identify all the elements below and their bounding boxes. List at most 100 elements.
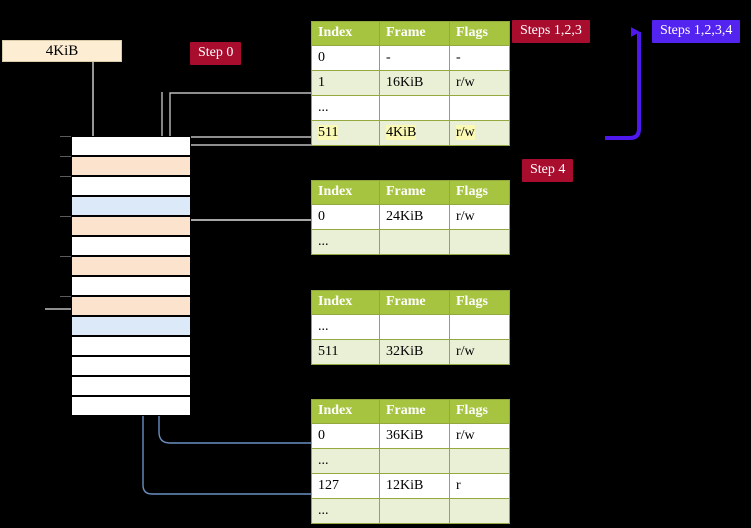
cell-flags <box>449 314 510 340</box>
table-row: 511 4KiB r/w <box>311 120 510 146</box>
column-header-index: Index <box>311 21 380 46</box>
cell-text: ... <box>318 502 329 518</box>
badge-steps-123: Steps 1,2,3 <box>512 20 590 43</box>
wire-mem-row0-down <box>169 144 311 158</box>
memory-frame-row <box>71 156 191 176</box>
memory-frame-row <box>71 376 191 396</box>
memory-frame-tick <box>60 156 71 157</box>
cell-index: ... <box>311 314 380 340</box>
cell-text: 12KiB <box>386 477 424 493</box>
table-row: ... <box>311 498 510 524</box>
table-row: 127 12KiB r <box>311 473 510 499</box>
memory-frame-row <box>71 356 191 376</box>
cell-index: 0 <box>311 423 380 449</box>
cell-flags <box>449 448 510 474</box>
violet-bracket-arrow <box>605 27 641 140</box>
memory-frame-row <box>71 176 191 196</box>
kib4-label: 4KiB <box>45 43 79 59</box>
cell-index: ... <box>311 498 380 524</box>
memory-frame-row <box>71 336 191 356</box>
cell-text: 511 <box>318 124 339 140</box>
memory-frame-tick <box>60 296 71 297</box>
column-header-index: Index <box>311 399 380 424</box>
cell-flags <box>449 229 510 255</box>
memory-frame-tick <box>60 136 71 137</box>
memory-frame-tick <box>60 216 71 217</box>
cell-frame <box>379 314 450 340</box>
cell-text: 511 <box>318 343 339 359</box>
cell-index: 1 <box>311 70 380 96</box>
badge-step-0: Step 0 <box>190 42 242 65</box>
table-row: 0 36KiB r/w <box>311 423 510 449</box>
cell-text: r/w <box>456 124 475 140</box>
cell-text: 0 <box>318 49 325 65</box>
badge-step-4-label: Step 4 <box>530 162 566 177</box>
cell-flags: r/w <box>449 70 510 96</box>
memory-frame-row <box>71 296 191 316</box>
cell-frame: 24KiB <box>379 204 450 230</box>
cell-index: 127 <box>311 473 380 499</box>
cell-text: 127 <box>318 477 339 493</box>
cell-frame: 32KiB <box>379 339 450 365</box>
badge-steps-1234: Steps 1,2,3,4 <box>652 20 741 43</box>
memory-frame-row <box>71 136 191 156</box>
badge-steps-123-label: Steps 1,2,3 <box>520 23 582 38</box>
badge-steps-1234-label: Steps 1,2,3,4 <box>660 23 733 38</box>
cell-flags: r/w <box>449 423 510 449</box>
column-header-flags: Flags <box>449 399 510 424</box>
column-header-index: Index <box>311 180 380 205</box>
memory-frame-tick <box>60 176 71 177</box>
cell-text: - <box>386 49 391 65</box>
cell-text: 32KiB <box>386 343 424 359</box>
table-row: 511 32KiB r/w <box>311 339 510 365</box>
cell-text: ... <box>318 233 329 249</box>
physical-memory-ticks <box>60 136 72 416</box>
memory-frame-row <box>71 276 191 296</box>
cell-text: - <box>456 49 461 65</box>
column-header-frame: Frame <box>379 290 450 315</box>
cell-text: 36KiB <box>386 427 424 443</box>
cell-text: 4KiB <box>386 124 417 140</box>
cell-index: ... <box>311 229 380 255</box>
cell-text: r/w <box>456 343 475 359</box>
column-header-index: Index <box>311 290 380 315</box>
cell-text: r/w <box>456 74 475 90</box>
memory-frame-tick <box>60 256 71 257</box>
cell-index: ... <box>311 448 380 474</box>
cell-frame: 4KiB <box>379 120 450 146</box>
table-row: ... <box>311 314 510 340</box>
cell-frame <box>379 448 450 474</box>
cell-text: 0 <box>318 427 325 443</box>
table-row: ... <box>311 448 510 474</box>
column-header-flags: Flags <box>449 21 510 46</box>
cell-flags: r <box>449 473 510 499</box>
column-header-flags: Flags <box>449 180 510 205</box>
cell-text: 16KiB <box>386 74 424 90</box>
cell-frame: 12KiB <box>379 473 450 499</box>
cell-flags: r/w <box>449 204 510 230</box>
column-header-flags: Flags <box>449 290 510 315</box>
cell-text: r/w <box>456 427 475 443</box>
cell-index: 0 <box>311 204 380 230</box>
table-row: 1 16KiB r/w <box>311 70 510 96</box>
wire-table2-to-memory <box>169 150 311 233</box>
physical-frame-4kib-box: 4KiB <box>2 40 122 62</box>
cell-index: 0 <box>311 45 380 71</box>
cell-flags <box>449 498 510 524</box>
cell-text: 1 <box>318 74 325 90</box>
memory-frame-row <box>71 396 191 416</box>
cell-index: 511 <box>311 339 380 365</box>
cell-flags: r/w <box>449 120 510 146</box>
memory-frame-row <box>71 216 191 236</box>
column-header-frame: Frame <box>379 180 450 205</box>
table-row: ... <box>311 95 510 121</box>
cell-frame: 16KiB <box>379 70 450 96</box>
